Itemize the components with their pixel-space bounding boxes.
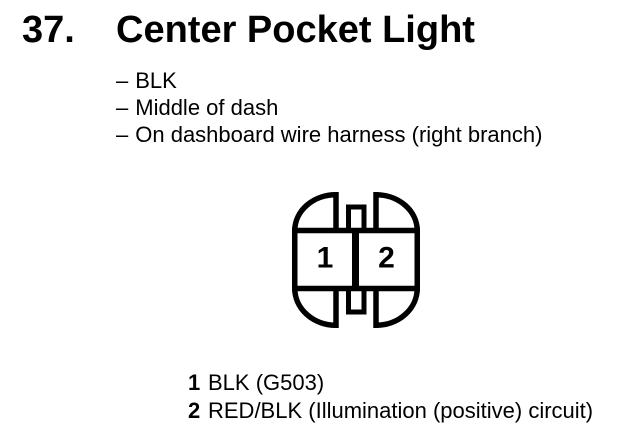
legend-pin-label: BLK (G503) <box>208 370 325 395</box>
item-number: 37. <box>22 9 75 51</box>
pin-1-number: 1 <box>317 242 334 275</box>
detail-item: – On dashboard wire harness (right branc… <box>116 121 542 148</box>
detail-text: BLK <box>135 68 177 93</box>
legend-pin-label: RED/BLK (Illumination (positive) circuit… <box>208 397 594 423</box>
dash-bullet: – <box>116 122 129 147</box>
pin-2-number: 2 <box>378 242 395 275</box>
connector-corner-top-left <box>292 192 339 231</box>
detail-list: – BLK – Middle of dash – On dashboard wi… <box>116 67 542 148</box>
dash-bullet: – <box>116 68 129 93</box>
connector-diagram: 1 2 <box>292 192 420 328</box>
pin-legend: 1 BLK (G503) 2 RED/BLK (Illumination (po… <box>188 369 593 424</box>
connector-corner-top-right <box>373 192 420 231</box>
detail-text: Middle of dash <box>135 95 279 120</box>
legend-pin-number: 1 <box>188 370 201 395</box>
detail-text: On dashboard wire harness (right branch) <box>135 122 543 147</box>
page-title: Center Pocket Light <box>116 9 475 51</box>
legend-pin-number: 2 <box>188 397 201 423</box>
legend-row: 2 RED/BLK (Illumination (positive) circu… <box>188 397 593 425</box>
detail-item: – Middle of dash <box>116 94 542 121</box>
dash-bullet: – <box>116 95 129 120</box>
connector-corner-bottom-left <box>292 288 339 328</box>
key-tab-bottom <box>346 286 367 315</box>
detail-item: – BLK <box>116 67 542 94</box>
legend-row: 1 BLK (G503) <box>188 369 593 397</box>
key-tab-top <box>346 204 367 233</box>
connector-corner-bottom-right <box>373 288 420 328</box>
connector-face-svg: 1 2 <box>292 192 420 328</box>
